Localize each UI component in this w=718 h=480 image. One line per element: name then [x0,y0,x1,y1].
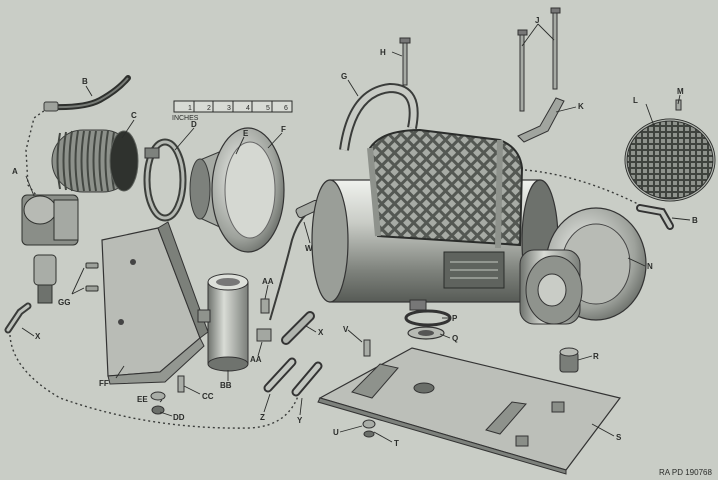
label-r: R [593,352,599,361]
plate-credit: RA PD 190768 [659,468,712,477]
inlet-adapter [189,127,285,253]
scale-tick-2: 2 [207,105,211,112]
gaskets-p-q [404,309,452,340]
scale-tick-4: 4 [246,105,250,112]
label-a: A [12,167,18,176]
fuel-pump [21,194,79,304]
flexible-hose [51,129,139,193]
label-g: G [341,72,347,81]
label-m: M [677,87,684,96]
plug-r [559,347,579,373]
hose-clamp [143,138,187,222]
support-bracket [101,221,209,385]
scale-tick-5: 5 [266,105,270,112]
label-aa-bottom: AA [250,355,262,364]
fuel-line-top [43,75,131,112]
label-cc: CC [202,392,214,401]
inch-scale: 1 2 3 4 5 6 INCHES [172,100,293,122]
label-b-right: B [692,216,698,225]
small-hardware-cc-dd-ee [150,375,185,415]
label-p: P [452,314,458,323]
label-t: T [394,439,399,448]
long-bolts-j [517,7,561,112]
label-f: F [281,125,286,134]
part-labels: B C D E F A G H J K L M B N P Q R S T U … [12,16,698,448]
scale-caption: INCHES [172,115,199,122]
filter-body [197,273,249,372]
label-e: E [243,129,249,138]
screen-guard [624,118,716,202]
label-h: H [380,48,386,57]
callout-leaders [21,23,691,443]
label-y: Y [297,416,303,425]
screws-gg [85,262,99,292]
scale-tick-1: 1 [188,105,192,112]
label-dd: DD [173,413,185,422]
heater-mesh-guard [367,128,524,249]
scale-tick-6: 6 [284,105,288,112]
scale-tick-3: 3 [227,105,231,112]
bolt-h [399,37,411,86]
label-w: W [305,244,313,253]
label-n: N [647,262,653,271]
nipples-z-y [263,311,323,397]
label-v: V [343,325,349,334]
wire-connector [269,199,321,321]
hardware-t-u-v [362,339,376,438]
label-j: J [535,16,539,25]
mounting-strap [339,82,419,151]
label-ee: EE [137,395,148,404]
elbow-fitting-left [4,302,32,334]
label-u: U [333,428,339,437]
bracket-k [517,97,565,143]
label-b-top: B [82,77,88,86]
label-x-left: X [35,332,41,341]
blower-assembly [519,207,647,325]
label-d: D [191,120,197,129]
label-gg: GG [58,298,70,307]
label-l: L [633,96,638,105]
label-x-right: X [318,328,324,337]
label-q: Q [452,334,458,343]
label-k: K [578,102,584,111]
label-c: C [131,111,137,120]
aa-fittings [256,298,272,342]
label-s: S [616,433,622,442]
label-bb: BB [220,381,232,390]
label-ff: FF [99,379,109,388]
label-z: Z [260,413,265,422]
fuel-line-right [636,204,674,230]
label-aa-top: AA [262,277,274,286]
base-plate [317,347,622,475]
